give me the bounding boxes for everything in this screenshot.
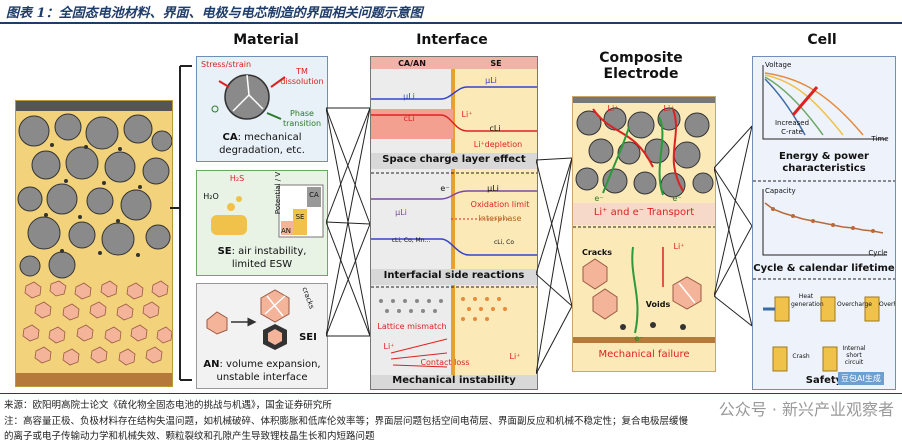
se-drawing (211, 184, 324, 238)
interface-header-se: SE (490, 59, 502, 68)
if2-label-c-left: cLi, Co, Mn... (391, 237, 431, 244)
comp1-label-li-a: Li⁺ (607, 104, 619, 113)
ai-watermark: 豆包AI生成 (838, 372, 884, 385)
cell-drawing (753, 65, 895, 372)
comp1-label-li-b: Li⁺ (663, 104, 675, 113)
cell3-caption: Safety (805, 375, 843, 386)
cell3-label-short: Internal short circuit (842, 345, 866, 366)
column-header-cell: Cell (807, 32, 837, 48)
title-rule (0, 22, 902, 24)
if3-caption: Mechanical instability (392, 375, 516, 386)
comp1-label-e-b: e⁻ (672, 194, 682, 203)
if2-label-mu-left: μLi (395, 208, 407, 217)
connectors-composite-cell (714, 125, 752, 327)
if1-label-depletion: Li⁺depletion (473, 140, 523, 149)
footer-source: 来源：欧阳明高院士论文《硫化物全固态电池的挑战与机遇》，国金证券研究所 (4, 400, 332, 411)
cross-section-drawing (16, 101, 172, 386)
se-label-ca: CA (309, 191, 319, 199)
if1-caption: Space charge layer effect (382, 154, 526, 165)
se-label-se: SE (295, 213, 305, 221)
if1-label-mu-right: μLi (485, 76, 497, 85)
material-an-panel: cracks SEI AN: volume expansion, unstabl… (196, 283, 328, 389)
comp2-label-cracks: Cracks (581, 248, 613, 257)
if1-label-c-right: cLi (489, 124, 501, 133)
footer-note-2: 的离子或电子传输动力学和机械失效、颗粒裂纹和孔隙产生导致锂枝晶生长和内短路问题 (4, 431, 375, 442)
se-caption: SE: air instability, limited ESW (217, 246, 307, 270)
se-label-h2o: H₂O (203, 192, 219, 201)
se-label-potential: Potential / V (274, 171, 282, 215)
if2-label-e: e⁻ (440, 184, 450, 193)
interface-header-caan: CA/AN (398, 59, 426, 68)
an-drawing (206, 289, 290, 350)
if3-label-lattice: Lattice mismatch (377, 322, 447, 331)
material-se-panel: H₂S H₂O Potential / V CA SE AN SE: air i… (196, 170, 328, 276)
se-label-h2s: H₂S (229, 174, 245, 183)
column-header-composite: Composite Electrode (599, 50, 683, 82)
interface-drawing (371, 86, 537, 389)
comp2-label-e: e⁻ (634, 334, 644, 343)
battery-cross-section (15, 100, 173, 387)
footer-rule (0, 393, 902, 394)
if2-label-oxidation: Oxidation limit (470, 200, 530, 209)
cell3-label-crash: Crash (792, 353, 810, 360)
material-ca-panel: Stress/strain TM dissolution Phase trans… (196, 56, 328, 162)
if2-caption: Interfacial side reactions (383, 270, 525, 281)
cell1-label-crate: Increased C-rate (774, 119, 810, 136)
comp2-caption: Mechanical failure (598, 349, 690, 360)
ca-drawing (211, 74, 286, 120)
cell3-label-heat: Heat generation (791, 293, 824, 308)
if3-label-li-right: Li⁺ (509, 352, 521, 361)
cell2-label-capacity: Capacity (765, 187, 796, 195)
material-bracket (170, 65, 192, 381)
if2-label-interphase: Interphase (478, 214, 522, 223)
interface-column: CA/AN SE μLi μLi cLi Li⁺ cLi Li⁺depletio… (370, 56, 538, 390)
watermark: 公众号 · 新兴产业观察者 (718, 400, 894, 419)
figure-title: 图表 1：全固态电池材料、界面、电极与电芯制造的界面相关问题示意图 (6, 6, 423, 21)
if3-label-li-left: Li⁺ (383, 342, 395, 351)
if1-label-mu-left: μLi (403, 92, 415, 101)
cell1-label-voltage: Voltage (765, 61, 792, 69)
cell2-label-cycle: Cycle (868, 249, 888, 257)
ca-label-phase: Phase transition (282, 109, 322, 128)
if3-label-contact: Contact loss (420, 358, 470, 367)
cell3-label-overcharge: Overcharge (837, 301, 872, 308)
cell1-label-time: Time (871, 135, 889, 143)
composite-drawing (573, 97, 715, 371)
column-header-interface: Interface (416, 32, 488, 48)
column-header-material: Material (233, 32, 299, 48)
if2-label-mu-right: μLi (487, 184, 499, 193)
if2-label-c-right: cLi, Co (494, 239, 514, 246)
ca-caption: CA: mechanical degradation, etc. (219, 132, 305, 156)
se-label-an: AN (280, 227, 292, 235)
cell2-caption: Cycle & calendar lifetime (753, 263, 895, 274)
ca-label-tm: TM dissolution (280, 67, 324, 86)
an-caption: AN: volume expansion, unstable interface (203, 359, 321, 383)
comp1-label-e-a: e⁻ (594, 194, 604, 203)
composite-column: Li⁺ e⁻ Li⁺ e⁻ Li⁺ and e⁻ Transport Crack… (572, 96, 716, 372)
if1-label-c-left: cLi (403, 114, 415, 123)
footer-note-1: 注：高容量正极、负极材料存在结构失温问题，如机械破碎、体积膨胀和低库伦效率等；界… (4, 416, 689, 427)
an-label-sei: SEI (299, 332, 317, 343)
connectors-interface-composite (536, 157, 572, 375)
cell3-label-overheat: Overheat (879, 301, 895, 308)
comp2-label-voids: Voids (645, 300, 671, 309)
if1-label-li: Li⁺ (461, 110, 473, 119)
ca-label-stress: Stress/strain (201, 60, 252, 69)
connectors-material-interface (326, 107, 370, 337)
comp1-caption: Li⁺ and e⁻ Transport (593, 207, 695, 218)
comp2-label-li: Li⁺ (673, 242, 685, 251)
cell1-caption: Energy & power characteristics (778, 151, 869, 174)
cell-column: Voltage Increased C-rate Time Energy & p… (752, 56, 896, 390)
